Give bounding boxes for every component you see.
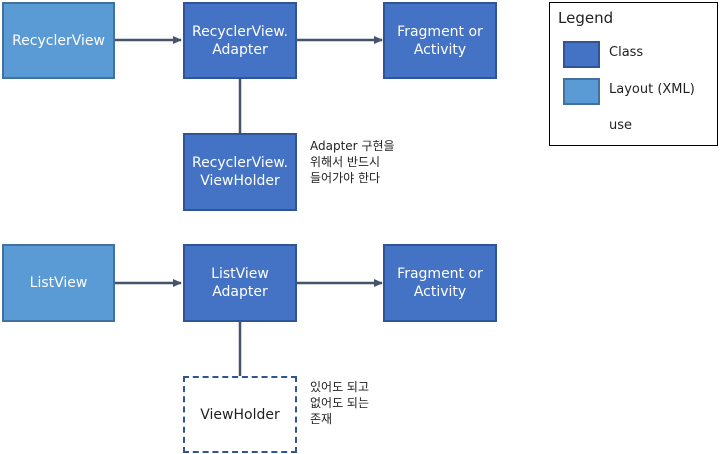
- recyclerview-adapter-node: RecyclerView. Adapter: [183, 2, 297, 79]
- recyclerview-viewholder-node: RecyclerView. ViewHolder: [183, 133, 297, 211]
- legend-layout-swatch: [563, 78, 600, 105]
- listview-adapter-node: ListView Adapter: [183, 244, 297, 322]
- viewholder-note: 있어도 되고 없어도 되는 존재: [310, 380, 370, 426]
- legend: Legend Class Layout (XML) use: [549, 2, 718, 146]
- legend-title: Legend: [558, 9, 614, 27]
- fragment-or-activity-node-top: Fragment or Activity: [383, 2, 497, 79]
- legend-use-label: use: [609, 118, 633, 133]
- recyclerview-viewholder-note: Adapter 구현을 위해서 반드시 들어가야 한다: [310, 139, 395, 185]
- legend-class-label: Class: [609, 45, 644, 60]
- viewholder-node: ViewHolder: [183, 376, 297, 453]
- fragment-or-activity-node-bottom: Fragment or Activity: [383, 244, 497, 322]
- legend-class-swatch: [563, 41, 600, 68]
- recyclerview-node: RecyclerView: [2, 2, 115, 79]
- listview-node: ListView: [2, 244, 115, 322]
- legend-layout-label: Layout (XML): [609, 82, 695, 97]
